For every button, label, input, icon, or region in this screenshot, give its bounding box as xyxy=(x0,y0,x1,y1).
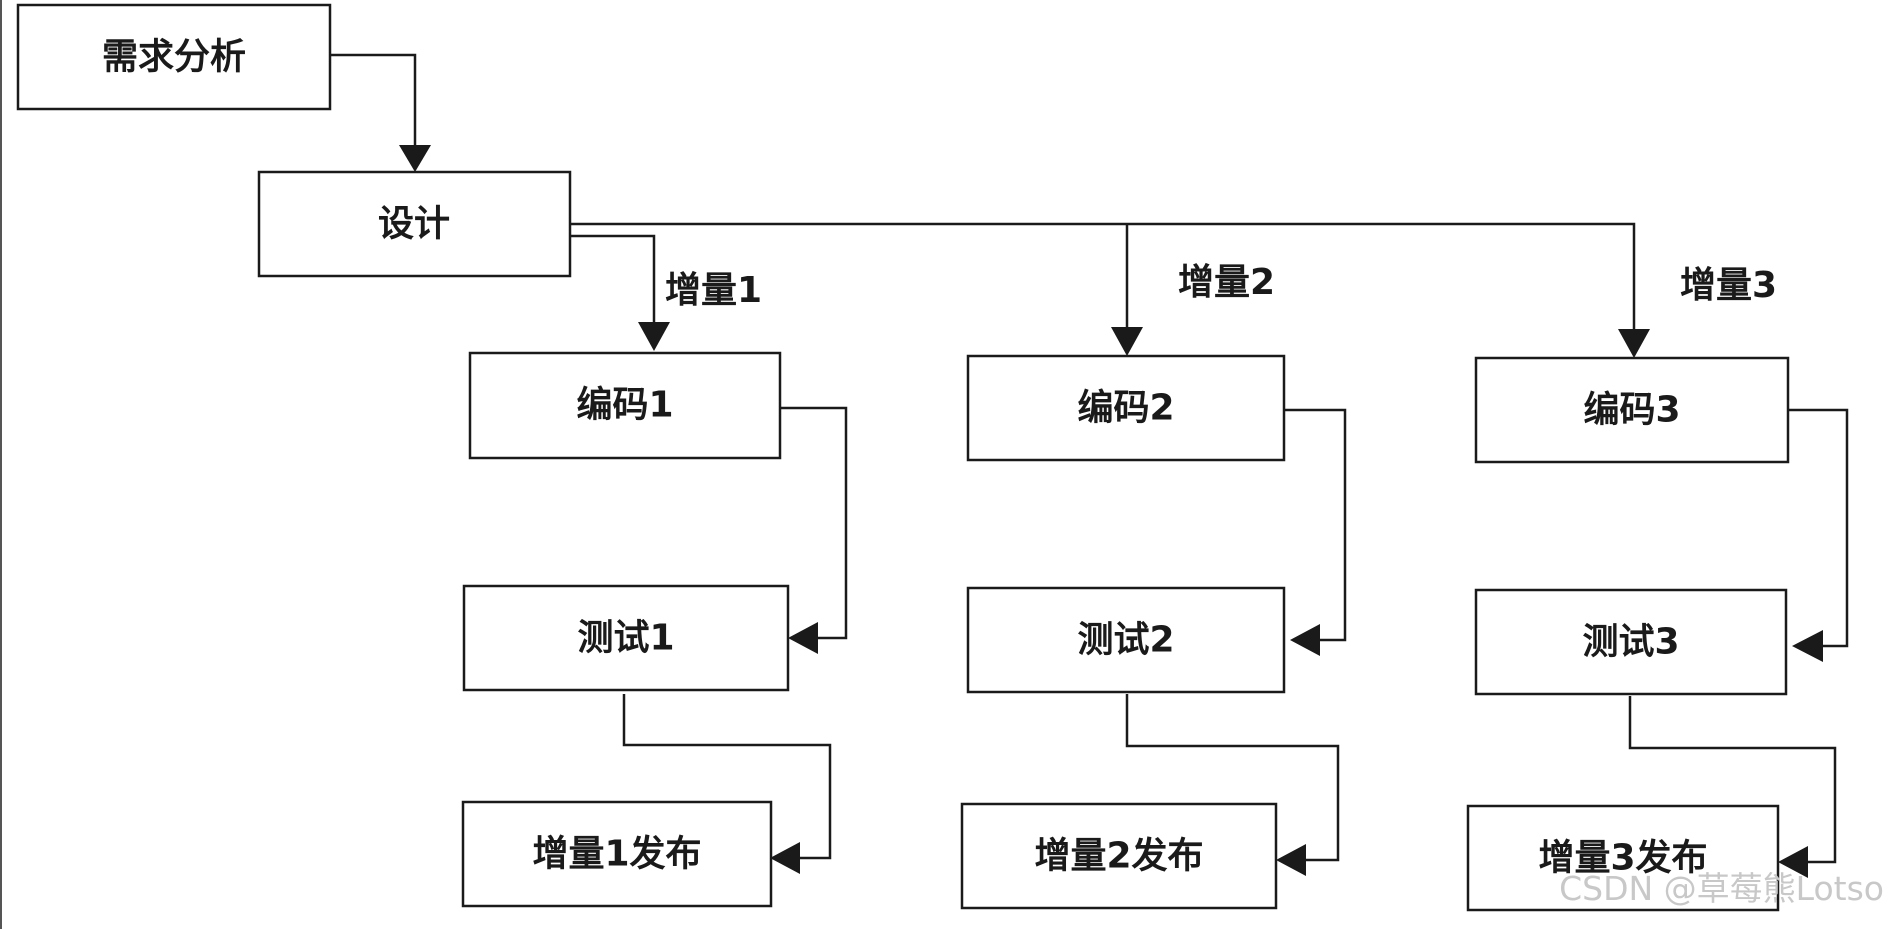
increment-label-1: 增量1 xyxy=(665,270,762,311)
release2-label: 增量2发布 xyxy=(1034,836,1203,877)
arrow-head-test2 xyxy=(1290,624,1320,656)
arrow-head-design xyxy=(399,145,431,172)
design-box: 设计 xyxy=(257,170,572,278)
release1-box: 增量1发布 xyxy=(461,800,773,908)
arrow-head-code2 xyxy=(1111,327,1143,356)
watermark-text: CSDN @草莓熊Lotso xyxy=(1559,869,1884,908)
code1-label: 编码1 xyxy=(576,385,673,426)
code3-box: 编码3 xyxy=(1474,356,1790,464)
release3-box: 增量3发布 xyxy=(1466,804,1780,912)
test2-box: 测试2 xyxy=(966,586,1286,694)
test3-label: 测试3 xyxy=(1582,622,1679,663)
code2-label: 编码2 xyxy=(1077,388,1174,429)
test3-box: 测试3 xyxy=(1474,588,1788,696)
edge-test3-release3 xyxy=(1628,696,1837,864)
code3-label: 编码3 xyxy=(1583,390,1680,431)
arrow-head-release2 xyxy=(1276,844,1306,876)
test2-label: 测试2 xyxy=(1077,620,1174,661)
increment-label-3: 增量3 xyxy=(1680,265,1777,306)
release3-label: 增量3发布 xyxy=(1538,838,1707,879)
test1-box: 测试1 xyxy=(462,584,790,692)
requirements-analysis-label: 需求分析 xyxy=(102,37,246,78)
release1-label: 增量1发布 xyxy=(532,834,701,875)
edge-test1-release1 xyxy=(622,694,832,860)
arrow-head-test3 xyxy=(1792,630,1823,662)
edge-design-code1 xyxy=(570,234,656,325)
test1-label: 测试1 xyxy=(577,618,674,659)
arrow-head-release1 xyxy=(770,842,800,874)
edge-code1-test1 xyxy=(780,406,848,640)
edge-code2-test2 xyxy=(1284,408,1347,642)
increment-label-2: 增量2 xyxy=(1178,262,1275,303)
arrow-head-code3 xyxy=(1618,329,1650,358)
arrow-head-test1 xyxy=(788,622,818,654)
code1-box: 编码1 xyxy=(468,351,782,460)
edge-test2-release2 xyxy=(1125,694,1340,862)
edge-design-trunk xyxy=(570,222,1636,335)
release2-box: 增量2发布 xyxy=(960,802,1278,910)
edge-code3-test3 xyxy=(1788,408,1849,648)
edge-requirements-design xyxy=(330,53,417,150)
arrow-head-code1 xyxy=(638,322,670,351)
code2-box: 编码2 xyxy=(966,354,1286,462)
requirements-analysis-box: 需求分析 xyxy=(16,3,332,111)
design-label: 设计 xyxy=(378,204,450,245)
arrow-head-release3 xyxy=(1778,846,1808,878)
